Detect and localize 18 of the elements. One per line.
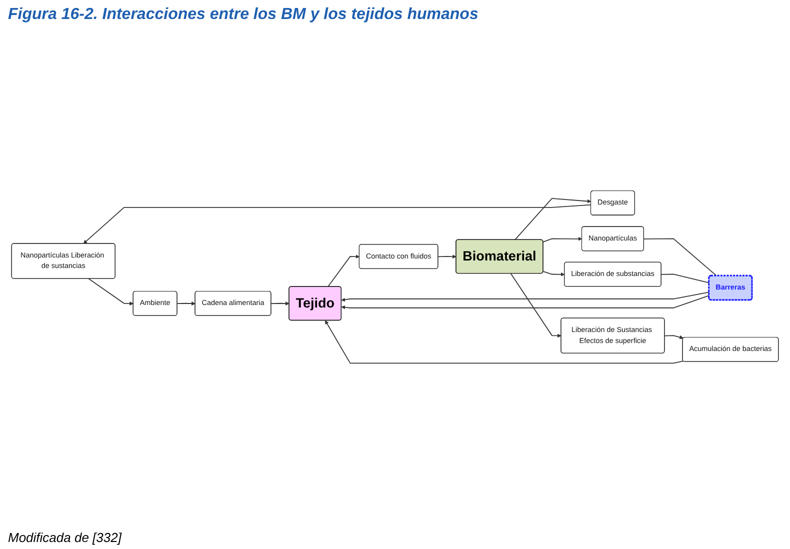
- arrow: [176, 302, 196, 306]
- arrow: [664, 335, 684, 340]
- arrow: [542, 270, 565, 276]
- arrow: [88, 278, 134, 306]
- arrow: [341, 292, 710, 302]
- connector: [660, 274, 710, 284]
- arrow: [327, 254, 360, 288]
- arrow: [270, 302, 290, 306]
- arrow: [438, 254, 456, 259]
- source-caption: Modificada de [332]: [8, 530, 122, 545]
- arrow: [510, 273, 562, 338]
- arrow: [514, 198, 592, 240]
- arrow: [341, 295, 710, 310]
- arrow: [325, 320, 684, 364]
- arrow: [542, 236, 582, 242]
- connector: [643, 238, 717, 276]
- arrow: [83, 204, 592, 244]
- figure-title: Figura 16-2. Interacciones entre los BM y los tejidos humanos: [8, 6, 480, 24]
